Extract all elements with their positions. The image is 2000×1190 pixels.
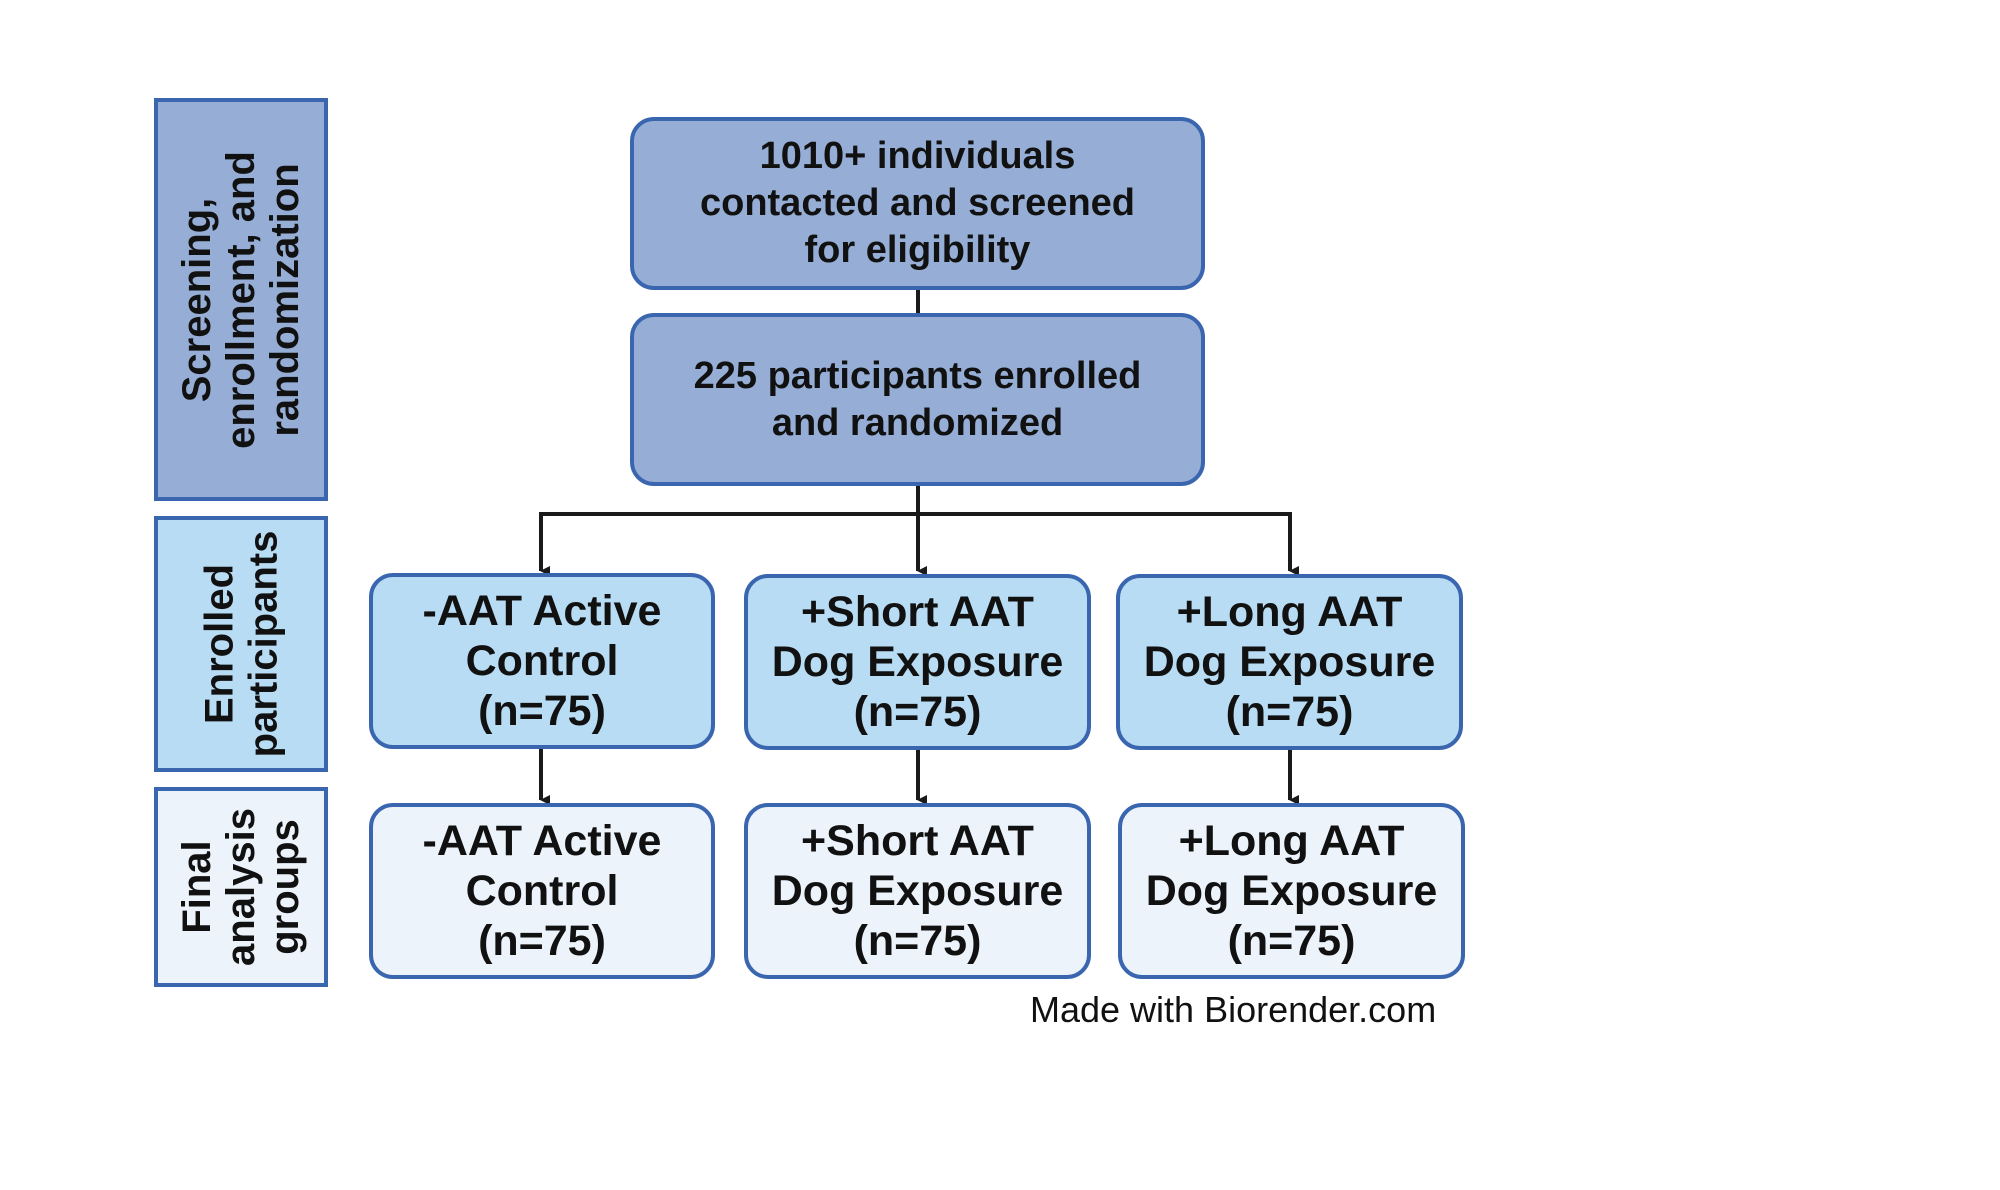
enrolled-group-control: -AAT Active Control (n=75): [369, 573, 715, 749]
final-group-short: +Short AAT Dog Exposure (n=75): [744, 803, 1091, 979]
stage-label-screening: Screening, enrollment, and randomization: [154, 98, 328, 501]
randomized-box: 225 participants enrolled and randomized: [630, 313, 1205, 486]
stage-label-final: Final analysis groups: [154, 787, 328, 987]
biorender-credit: Made with Biorender.com: [1030, 989, 1437, 1030]
final-group-long: +Long AAT Dog Exposure (n=75): [1118, 803, 1465, 979]
enrolled-group-short: +Short AAT Dog Exposure (n=75): [744, 574, 1091, 750]
stage-label-enrolled: Enrolled participants: [154, 516, 328, 772]
final-group-control: -AAT Active Control (n=75): [369, 803, 715, 979]
screened-box: 1010+ individuals contacted and screened…: [630, 117, 1205, 290]
enrolled-group-long: +Long AAT Dog Exposure (n=75): [1116, 574, 1463, 750]
